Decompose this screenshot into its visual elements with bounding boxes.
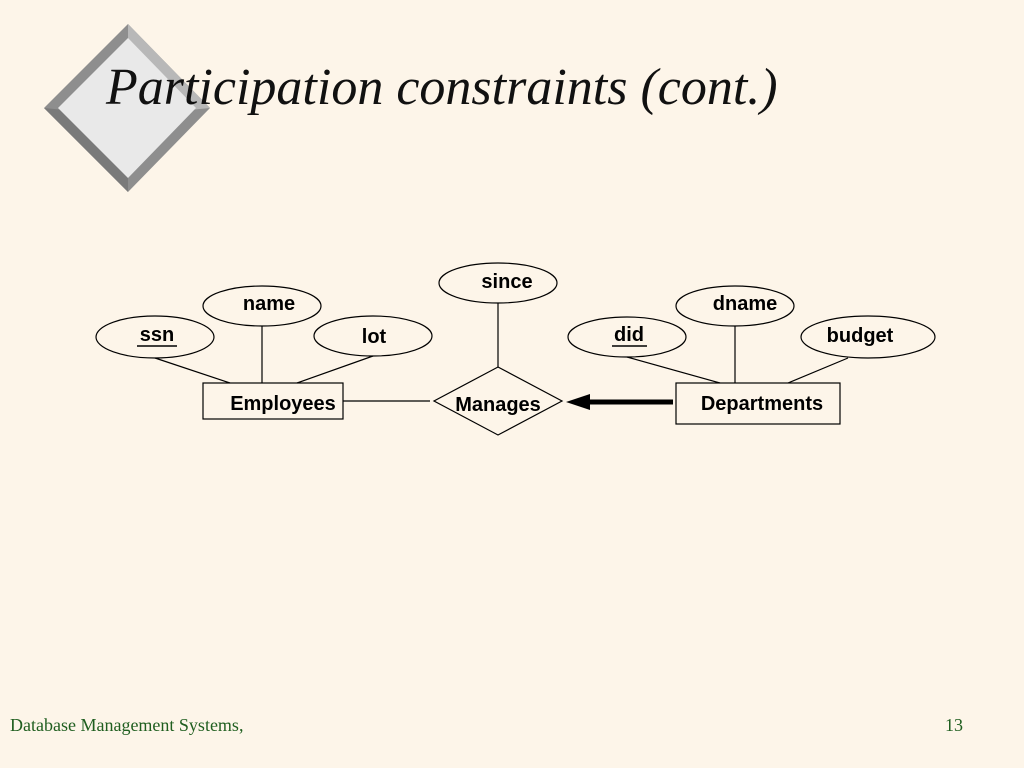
attr-since-label: since bbox=[481, 271, 532, 293]
page-number: 13 bbox=[945, 715, 963, 735]
diamond-bullet-icon bbox=[44, 24, 210, 192]
entity-employees-label: Employees bbox=[230, 393, 336, 415]
attr-ssn-label: ssn bbox=[140, 324, 174, 346]
attr-ssn-ellipse bbox=[95, 315, 215, 359]
attr-dname-label: dname bbox=[713, 293, 777, 315]
edge-lot-employees bbox=[296, 355, 374, 384]
attr-name-ellipse bbox=[202, 285, 322, 327]
entity-departments-label: Departments bbox=[701, 393, 823, 415]
entity-employees-box bbox=[202, 382, 344, 420]
attr-budget-ellipse bbox=[800, 315, 936, 359]
arrow-head bbox=[566, 394, 590, 410]
attr-did-label: did bbox=[614, 324, 644, 346]
attr-did-ellipse bbox=[567, 316, 687, 358]
edge-did-departments bbox=[626, 356, 721, 384]
slide-title: Participation constraints (cont.) bbox=[106, 59, 778, 116]
relationship-manages-diamond bbox=[432, 366, 564, 436]
entity-departments-box bbox=[675, 382, 841, 425]
attr-name-label: name bbox=[243, 293, 295, 315]
relationship-manages-label: Manages bbox=[455, 394, 541, 416]
attr-dname-ellipse bbox=[675, 285, 795, 327]
attr-budget-label: budget bbox=[827, 325, 894, 347]
attr-lot-label: lot bbox=[362, 326, 387, 348]
attr-since-ellipse bbox=[438, 262, 558, 304]
edge-budget-departments bbox=[787, 357, 849, 384]
attr-lot-ellipse bbox=[313, 315, 433, 357]
edge-ssn-employees bbox=[154, 357, 231, 384]
footer-course-title: Database Management Systems, bbox=[10, 715, 244, 735]
